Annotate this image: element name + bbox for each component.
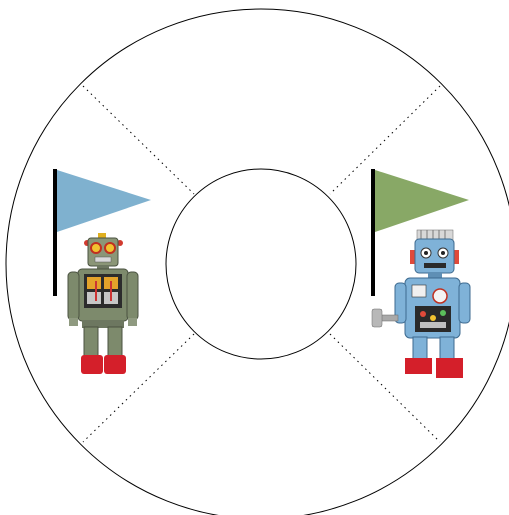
divider-bottom-right bbox=[329, 333, 441, 443]
right-robot-icon bbox=[371, 229, 471, 378]
divider-top-right bbox=[329, 85, 441, 195]
left-flag bbox=[53, 169, 151, 296]
right-flag-pennant bbox=[375, 170, 469, 232]
divider-bottom-left bbox=[82, 333, 195, 443]
left-flag-pole bbox=[53, 169, 57, 296]
right-flag-pole bbox=[371, 169, 375, 296]
divider-top-left bbox=[82, 85, 195, 195]
left-flag-pennant bbox=[57, 170, 151, 232]
right-flag bbox=[371, 169, 469, 296]
inner-ring bbox=[165, 168, 357, 360]
outer-ring bbox=[5, 8, 509, 515]
left-robot-icon bbox=[67, 233, 139, 374]
